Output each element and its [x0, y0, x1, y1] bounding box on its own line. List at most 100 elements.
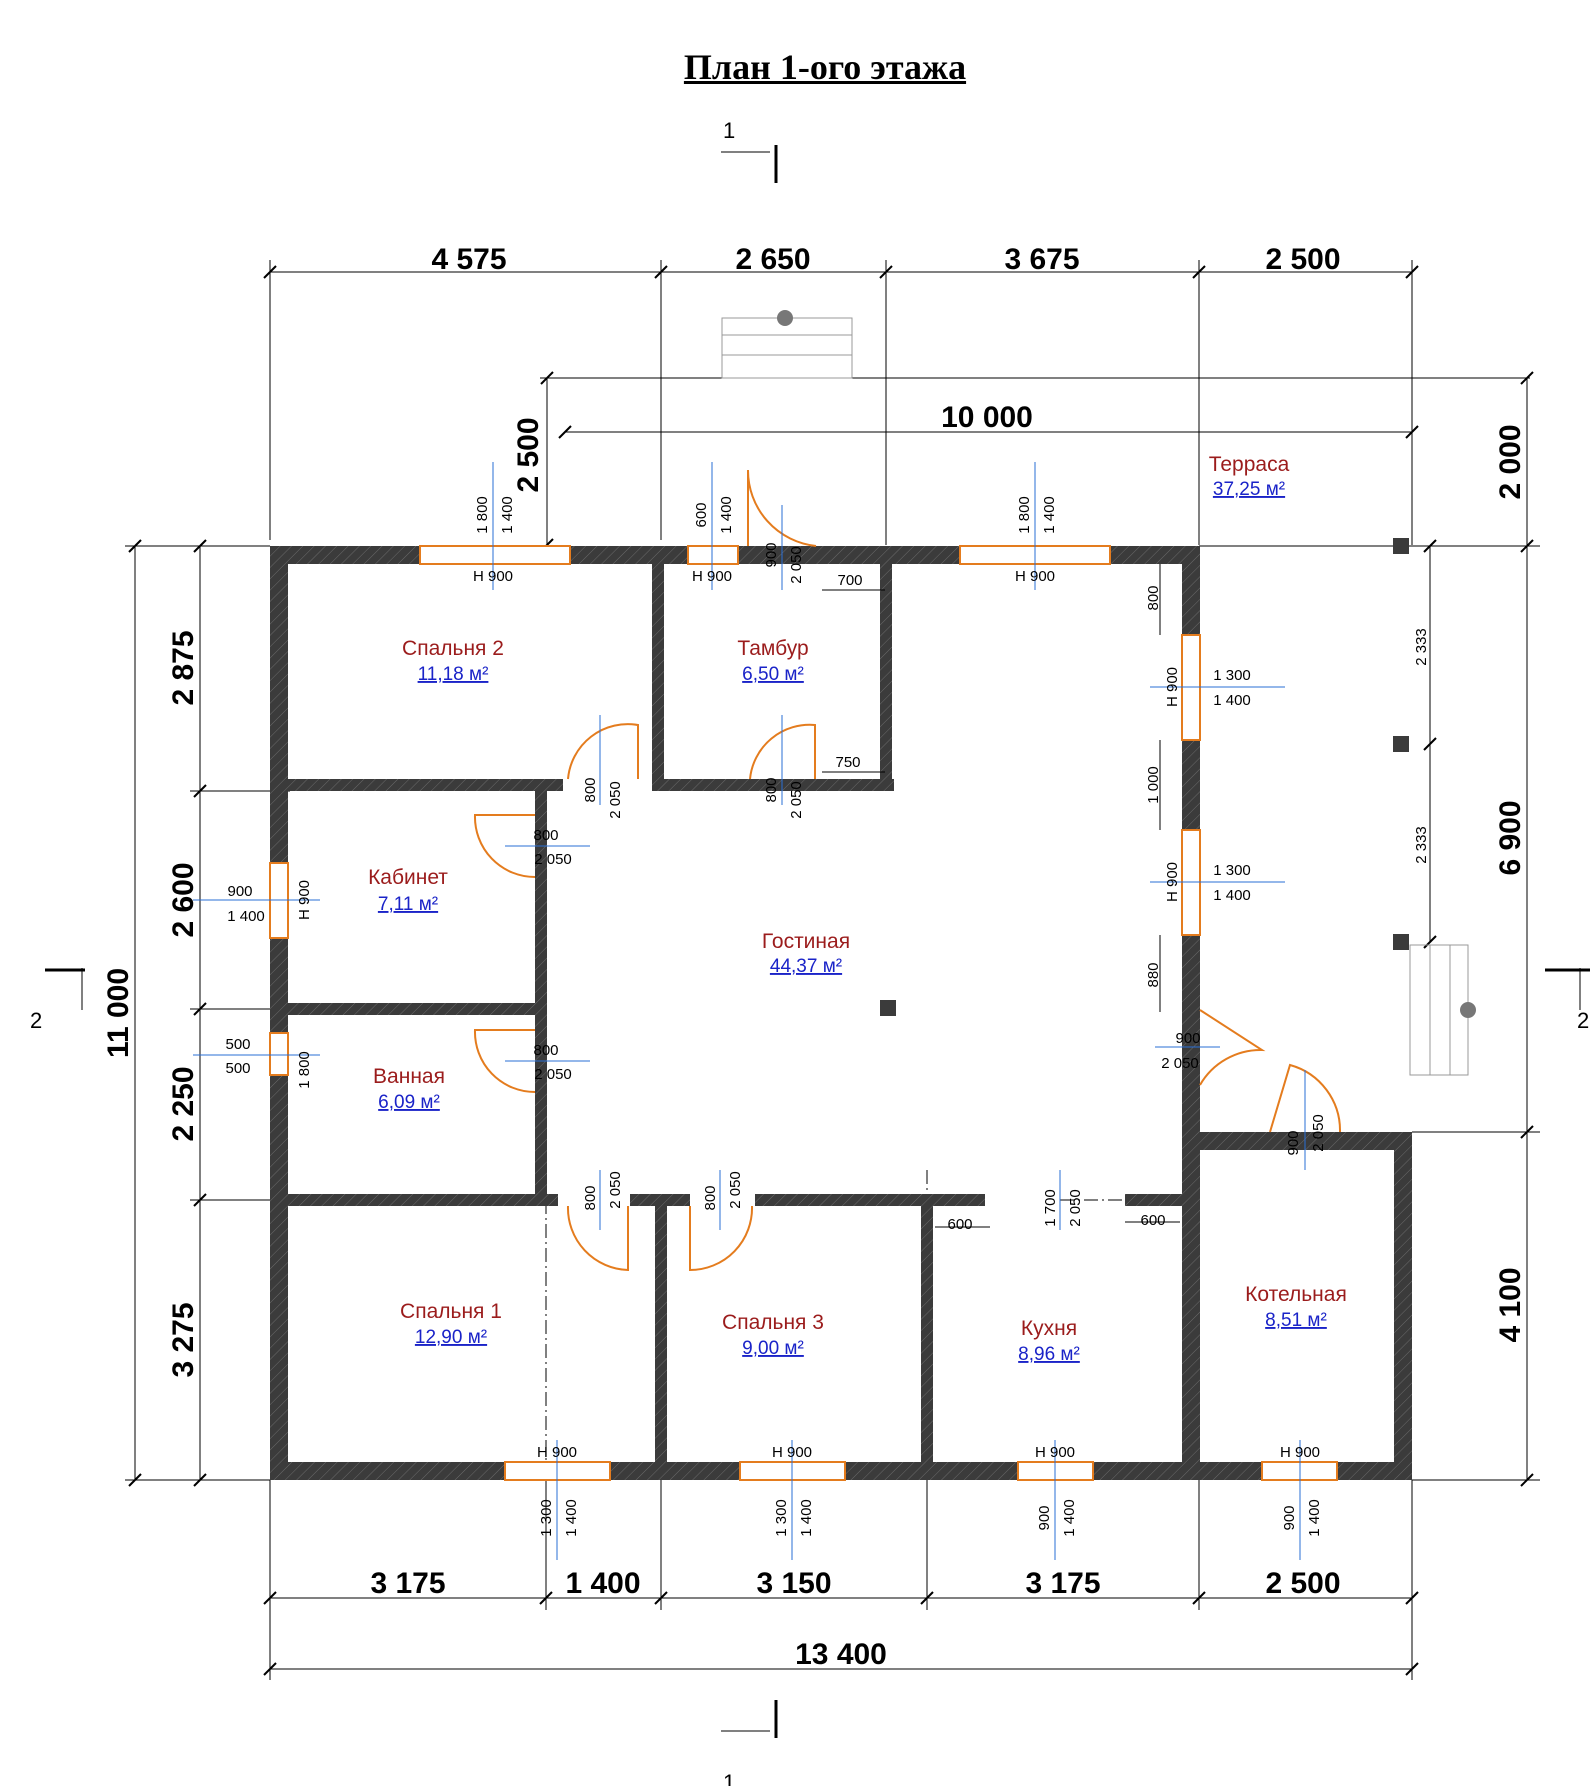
inner-dimensions: [822, 564, 1180, 1228]
opening-label-900: 900: [227, 883, 252, 900]
opening-label-1400: 1 400: [1041, 496, 1058, 534]
opening-label-1400: 1 400: [499, 496, 516, 534]
opening-label-2050: 2 050: [788, 546, 805, 584]
dim-left-2: 2 600: [167, 862, 200, 937]
room-area-study: 7,11 м²: [378, 894, 438, 915]
dim-right-2: 6 900: [1494, 800, 1527, 875]
dim-right-3: 4 100: [1494, 1267, 1527, 1342]
opening-label-1300: 1 300: [538, 1499, 555, 1537]
opening-label-h900: Н 900: [1164, 667, 1181, 707]
opening-label-800: 800: [763, 777, 780, 802]
dim-top-4: 2 500: [1265, 243, 1340, 276]
dim-bottom-3: 3 150: [756, 1567, 831, 1600]
room-name-bedroom-2: Спальня 2: [402, 637, 504, 660]
room-name-bathroom: Ванная: [373, 1065, 445, 1088]
opening-label-1700: 1 700: [1042, 1189, 1059, 1227]
opening-axes: [193, 462, 1306, 1560]
room-area-terrace: 37,25 м²: [1213, 479, 1285, 500]
room-name-study: Кабинет: [368, 866, 448, 889]
dim-terrace-width: 10 000: [941, 401, 1033, 434]
opening-label-h1800: 1 800: [296, 1051, 313, 1089]
section-marks: [45, 145, 1590, 1738]
room-name-vestibule: Тамбур: [737, 637, 808, 660]
opening-label-1400: 1 400: [798, 1499, 815, 1537]
opening-label-h900: Н 900: [1280, 1444, 1320, 1461]
opening-label-750: 750: [835, 754, 860, 771]
dim-top-1: 4 575: [431, 243, 506, 276]
opening-label-h900: Н 900: [692, 568, 732, 585]
stairs: [721, 310, 1476, 1076]
dim-terrace-depth: 2 500: [512, 417, 545, 492]
opening-label-2050: 2 050: [727, 1171, 744, 1209]
opening-label-2050: 2 050: [1067, 1189, 1084, 1227]
opening-label-600: 600: [947, 1216, 972, 1233]
opening-label-1300: 1 300: [1213, 862, 1251, 879]
dim-total-height: 11 000: [102, 968, 135, 1058]
room-name-terrace: Терраса: [1209, 453, 1290, 476]
opening-label-h900: Н 900: [1164, 862, 1181, 902]
opening-label-1400: 1 400: [1306, 1499, 1323, 1537]
opening-label-h900: Н 900: [1015, 568, 1055, 585]
opening-label-900: 900: [763, 542, 780, 567]
opening-label-1400: 1 400: [1213, 692, 1251, 709]
room-area-bedroom-3: 9,00 м²: [742, 1338, 804, 1359]
dim-bottom-4: 3 175: [1025, 1567, 1100, 1600]
opening-label-800: 800: [533, 827, 558, 844]
opening-label-2050: 2 050: [607, 1171, 624, 1209]
opening-label-2050: 2 050: [607, 781, 624, 819]
room-area-bathroom: 6,09 м²: [378, 1092, 440, 1113]
opening-label-2050: 2 050: [1161, 1055, 1199, 1072]
room-name-kitchen: Кухня: [1021, 1317, 1077, 1340]
opening-label-800: 800: [582, 777, 599, 802]
dim-right-1: 2 000: [1494, 424, 1527, 499]
room-area-vestibule: 6,50 м²: [742, 664, 804, 685]
page-title: План 1-ого этажа: [683, 47, 967, 87]
room-area-living: 44,37 м²: [770, 956, 842, 977]
room-area-bedroom-1: 12,90 м²: [415, 1327, 487, 1348]
dim-bottom-2: 1 400: [565, 1567, 640, 1600]
opening-label-1300: 1 300: [773, 1499, 790, 1537]
room-area-bedroom-2: 11,18 м²: [418, 664, 489, 685]
opening-label-800: 800: [582, 1185, 599, 1210]
opening-label-2050: 2 050: [1310, 1114, 1327, 1152]
opening-label-600: 600: [1140, 1212, 1165, 1229]
room-area-kitchen: 8,96 м²: [1018, 1344, 1080, 1365]
dim-left-1: 2 875: [167, 630, 200, 705]
opening-label-1400: 1 400: [718, 496, 735, 534]
opening-label-900: 900: [1175, 1030, 1200, 1047]
opening-label-1800: 1 800: [1016, 496, 1033, 534]
room-name-bedroom-1: Спальня 1: [400, 1300, 502, 1323]
opening-label-500: 500: [225, 1036, 250, 1053]
opening-label-2050: 2 050: [534, 1066, 572, 1083]
opening-label-800: 800: [1145, 585, 1162, 610]
opening-label-1400: 1 400: [227, 908, 265, 925]
dim-bottom-1: 3 175: [370, 1567, 445, 1600]
opening-label-2050: 2 050: [788, 781, 805, 819]
dim-post-1: 2 333: [1413, 628, 1430, 666]
opening-label-2050: 2 050: [534, 851, 572, 868]
opening-label-880: 880: [1145, 962, 1162, 987]
opening-label-800: 800: [702, 1185, 719, 1210]
opening-label-h900: Н 900: [1035, 1444, 1075, 1461]
dim-left-4: 3 275: [167, 1302, 200, 1377]
dim-left-3: 2 250: [167, 1066, 200, 1141]
dim-post-2: 2 333: [1413, 826, 1430, 864]
room-name-bedroom-3: Спальня 3: [722, 1311, 824, 1334]
dimension-lines: [125, 260, 1540, 1680]
dim-top-2: 2 650: [735, 243, 810, 276]
opening-label-900: 900: [1285, 1130, 1302, 1155]
dim-bottom-5: 2 500: [1265, 1567, 1340, 1600]
doors: [473, 469, 1342, 1272]
room-area-boiler: 8,51 м²: [1265, 1310, 1327, 1331]
opening-label-1800: 1 800: [474, 496, 491, 534]
opening-label-1300: 1 300: [1213, 667, 1251, 684]
dim-total-width: 13 400: [795, 1638, 887, 1671]
opening-label-1400: 1 400: [1213, 887, 1251, 904]
section-label-2-right: 2: [1577, 1008, 1589, 1033]
opening-label-h900: Н 900: [473, 568, 513, 585]
opening-label-1400: 1 400: [563, 1499, 580, 1537]
room-name-boiler: Котельная: [1245, 1283, 1347, 1306]
dim-top-3: 3 675: [1004, 243, 1079, 276]
section-label-1-bottom: 1: [723, 1770, 735, 1786]
